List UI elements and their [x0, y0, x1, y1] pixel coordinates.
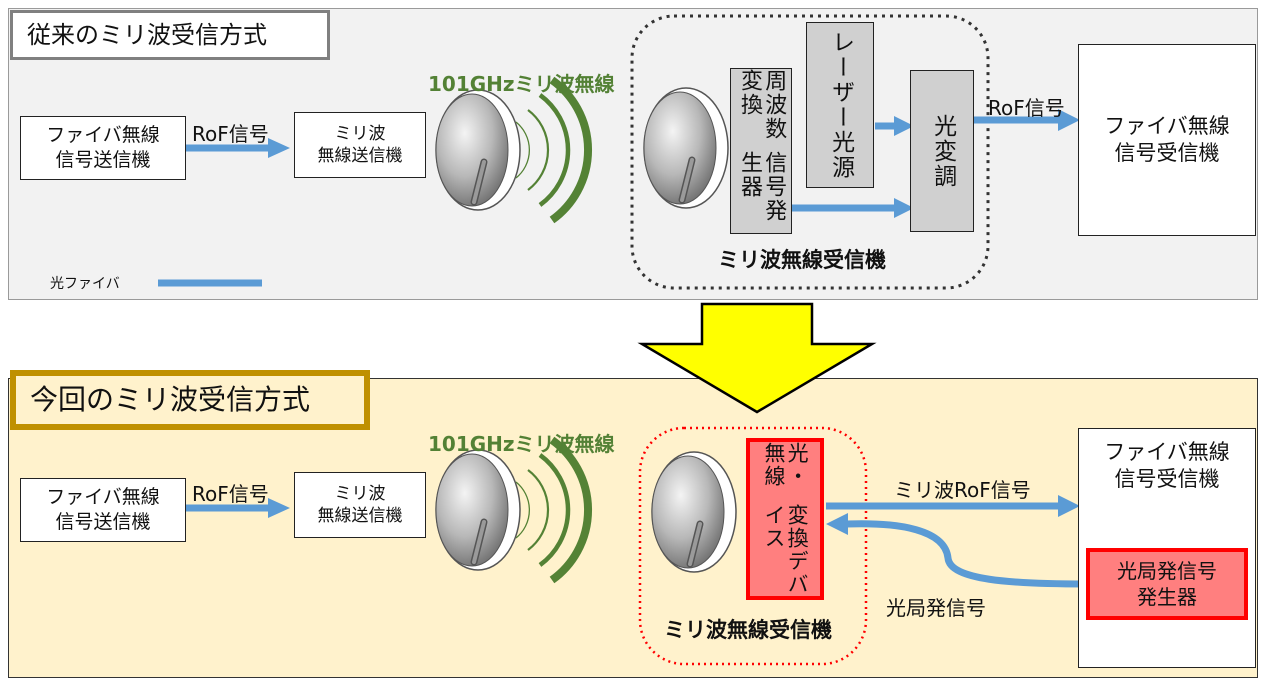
top-receiver-label: ミリ波無線受信機 [718, 248, 886, 272]
bottom-transmitter-box: ファイバ無線 信号送信機 [20, 478, 186, 542]
bottom-title: 今回のミリ波受信方式 [10, 370, 370, 430]
receiver-dish-icon [644, 88, 728, 208]
fiber-arrow [974, 109, 1080, 131]
bottom-receiver-label: ミリ波無線受信機 [664, 618, 832, 642]
mm-rof-label: ミリ波RoF信号 [894, 478, 1031, 502]
device-label-1: 光・無線 [762, 442, 810, 488]
radio-waves-icon [516, 440, 588, 580]
lo-fiber-arrow [826, 513, 1087, 588]
legend-fiber-label: 光ファイバ [50, 276, 120, 292]
top-mm-wave-label: 101GHzミリ波無線 [428, 72, 615, 96]
fiber-arrow [826, 495, 1080, 517]
optical-lo-generator-box: 光局発信号 発生器 [1086, 548, 1248, 620]
bottom-rof-label: RoF信号 [192, 482, 269, 506]
top-rof-label: RoF信号 [192, 122, 269, 146]
fiber-arrow [875, 116, 914, 136]
optical-lo-label: 光局発信号 [886, 596, 986, 620]
transmitter-dish-icon [436, 90, 520, 210]
fiber-arrow [186, 498, 290, 518]
top-mm-transmitter-box: ミリ波 無線送信機 [294, 112, 426, 178]
receiver-group-outline [638, 426, 868, 666]
device-label-2: 変換デバイス [762, 503, 810, 596]
modulator-box: 光変調 [910, 70, 974, 232]
photonic-radio-conversion-device: 光・無線変換デバイス [746, 438, 824, 600]
laser-source-box: レーザー光源 [806, 22, 874, 188]
fiber-arrow [186, 138, 290, 158]
top-rof-label-2: RoF信号 [988, 96, 1065, 120]
fiber-arrow [792, 198, 914, 218]
radio-waves-icon [516, 80, 588, 220]
sig-gen-label: 信号発生器 [737, 151, 787, 223]
top-receiver-box: ファイバ無線 信号受信機 [1078, 44, 1256, 236]
transition-arrow [637, 302, 877, 414]
freq-conv-sig-gen-box: 周波数変換信号発生器 [730, 68, 792, 234]
receiver-group-outline [630, 14, 990, 290]
freq-conv-label: 周波数変換 [737, 69, 787, 141]
transmitter-dish-icon [436, 450, 520, 570]
bottom-mm-transmitter-box: ミリ波 無線送信機 [294, 472, 426, 538]
receiver-dish-icon [652, 452, 736, 572]
bottom-mm-wave-label: 101GHzミリ波無線 [428, 432, 615, 456]
top-title: 従来のミリ波受信方式 [10, 10, 330, 60]
top-transmitter-box: ファイバ無線 信号送信機 [20, 116, 186, 180]
